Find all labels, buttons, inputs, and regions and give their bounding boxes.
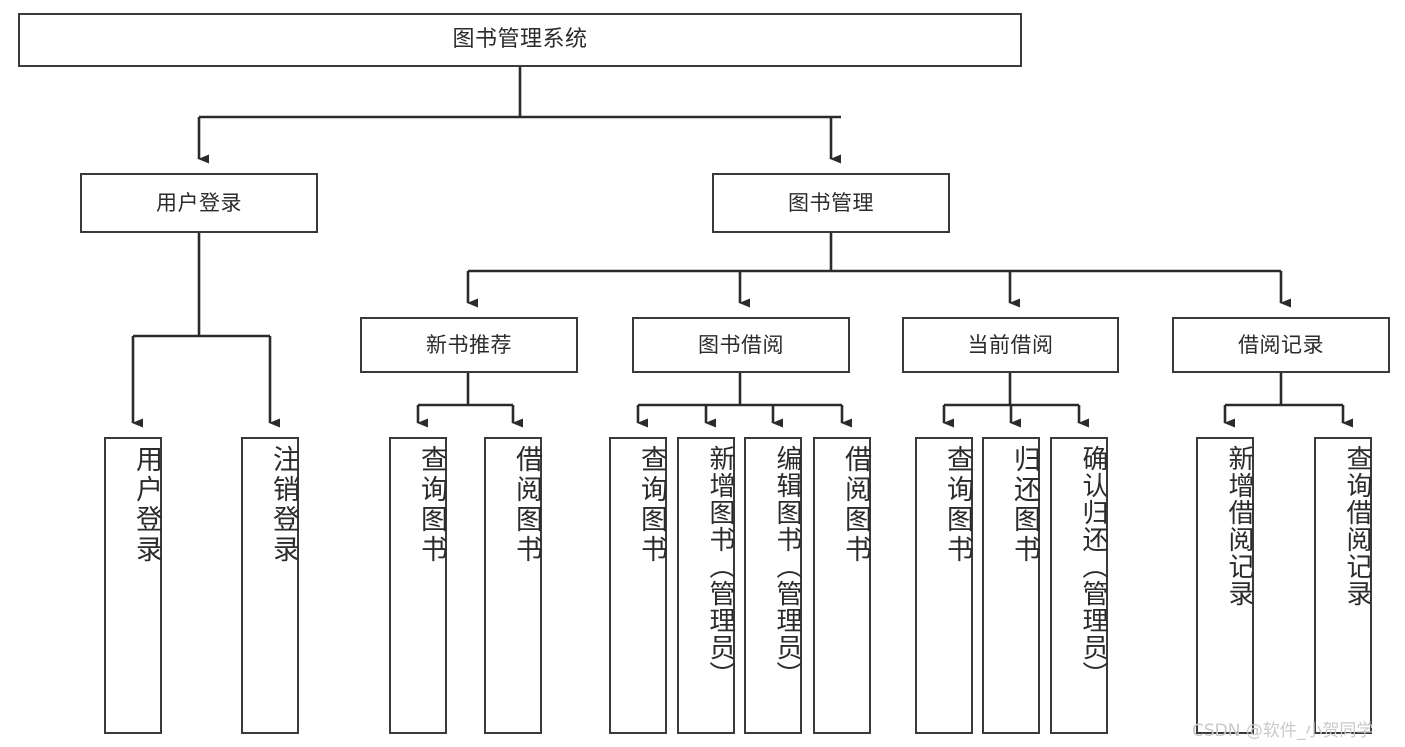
- leaf-user-login[interactable]: 用户登录: [104, 437, 162, 734]
- node-current-borrow[interactable]: 当前借阅: [902, 317, 1119, 373]
- node-label: 借阅记录: [1238, 332, 1324, 357]
- leaf-query-borrow-record[interactable]: 查询借阅记录: [1314, 437, 1372, 734]
- node-label: 新增图书（管理员）: [705, 445, 735, 688]
- node-label: 图书借阅: [698, 332, 784, 357]
- node-label: 确认归还（管理员）: [1078, 445, 1108, 688]
- node-label: 新增借阅记录: [1224, 445, 1254, 607]
- leaf-add-borrow-record[interactable]: 新增借阅记录: [1196, 437, 1254, 734]
- leaf-borrow-book-borrow[interactable]: 借阅图书: [813, 437, 871, 734]
- node-label: 借阅图书: [840, 445, 871, 565]
- node-book-management[interactable]: 图书管理: [712, 173, 950, 233]
- node-book-borrow[interactable]: 图书借阅: [632, 317, 850, 373]
- node-label: 用户登录: [156, 190, 242, 215]
- node-root-book-management-system[interactable]: 图书管理系统: [18, 13, 1022, 67]
- node-label: 图书管理: [788, 190, 874, 215]
- node-label: 查询图书: [636, 445, 667, 565]
- node-new-book-recommend[interactable]: 新书推荐: [360, 317, 578, 373]
- node-borrow-record[interactable]: 借阅记录: [1172, 317, 1390, 373]
- node-label: 用户登录: [131, 445, 162, 565]
- leaf-return-book[interactable]: 归还图书: [982, 437, 1040, 734]
- node-label: 归还图书: [1009, 445, 1040, 565]
- leaf-query-book-current[interactable]: 查询图书: [915, 437, 973, 734]
- leaf-edit-book-admin[interactable]: 编辑图书（管理员）: [744, 437, 802, 734]
- leaf-confirm-return-admin[interactable]: 确认归还（管理员）: [1050, 437, 1108, 734]
- leaf-logout-login[interactable]: 注销登录: [241, 437, 299, 734]
- watermark: CSDN @软件_小贺同学: [1192, 721, 1374, 741]
- node-label: 当前借阅: [967, 332, 1054, 357]
- node-label: 编辑图书（管理员）: [772, 445, 802, 688]
- leaf-borrow-book-recommend[interactable]: 借阅图书: [484, 437, 542, 734]
- node-label: 新书推荐: [426, 332, 512, 357]
- node-label: 查询图书: [942, 445, 973, 565]
- leaf-query-book-borrow[interactable]: 查询图书: [609, 437, 667, 734]
- node-label: 图书管理系统: [452, 27, 588, 53]
- node-label: 查询图书: [416, 445, 447, 565]
- leaf-add-book-admin[interactable]: 新增图书（管理员）: [677, 437, 735, 734]
- leaf-query-book-recommend[interactable]: 查询图书: [389, 437, 447, 734]
- node-label: 注销登录: [268, 445, 299, 565]
- node-user-login[interactable]: 用户登录: [80, 173, 318, 233]
- node-label: 借阅图书: [511, 445, 542, 565]
- node-label: 查询借阅记录: [1342, 445, 1372, 607]
